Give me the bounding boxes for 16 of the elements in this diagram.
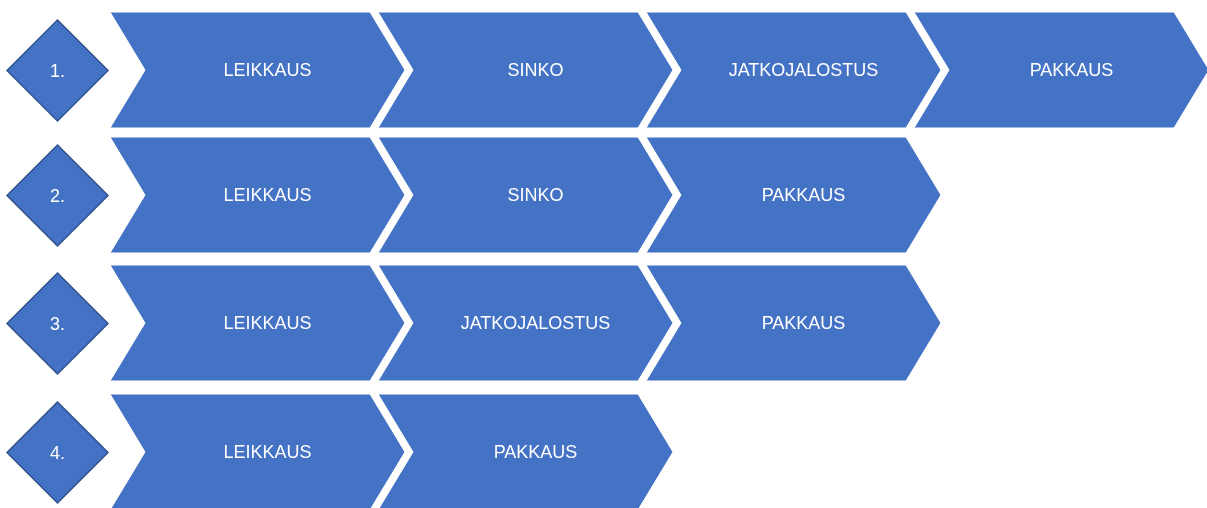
process-label: LEIKKAUS bbox=[223, 312, 312, 334]
process-label: JATKOJALOSTUS bbox=[460, 312, 611, 334]
step-number: 3. bbox=[50, 313, 65, 334]
process-label: SINKO bbox=[507, 59, 564, 81]
process-label: SINKO bbox=[507, 184, 564, 206]
process-label: LEIKKAUS bbox=[223, 441, 312, 463]
process-label: PAKKAUS bbox=[761, 312, 846, 334]
step-number: 1. bbox=[50, 60, 65, 81]
process-label: PAKKAUS bbox=[761, 184, 846, 206]
step-number: 2. bbox=[50, 185, 65, 206]
process-label: LEIKKAUS bbox=[223, 184, 312, 206]
process-label: JATKOJALOSTUS bbox=[728, 59, 879, 81]
process-label: LEIKKAUS bbox=[223, 59, 312, 81]
process-label: PAKKAUS bbox=[493, 441, 578, 463]
process-label: PAKKAUS bbox=[1029, 59, 1114, 81]
step-number: 4. bbox=[50, 442, 65, 463]
